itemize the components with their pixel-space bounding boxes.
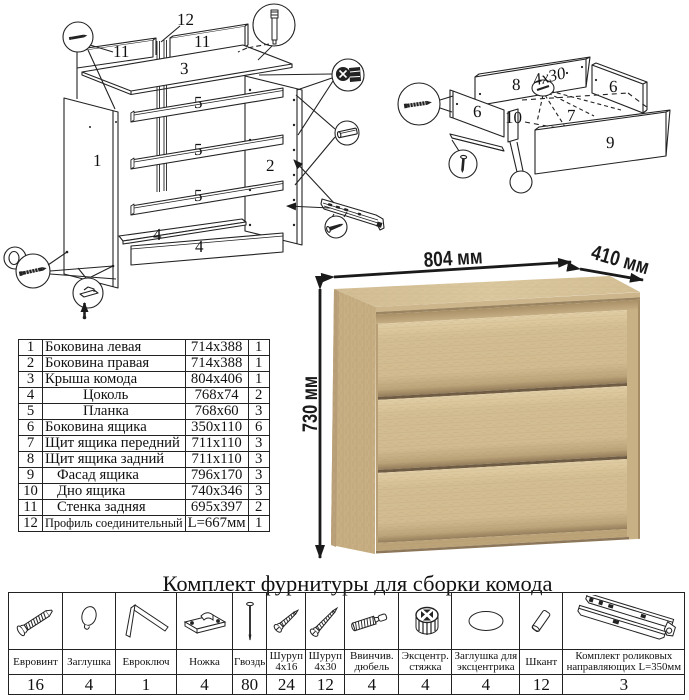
svg-text:1: 1 [93, 151, 102, 170]
svg-text:10: 10 [505, 108, 522, 127]
svg-text:6: 6 [609, 77, 618, 96]
svg-text:12: 12 [177, 10, 194, 29]
svg-text:11: 11 [113, 42, 129, 61]
svg-text:7: 7 [567, 106, 576, 125]
svg-text:5: 5 [194, 93, 203, 112]
svg-text:11: 11 [194, 32, 210, 51]
svg-text:9: 9 [606, 133, 615, 152]
svg-text:2: 2 [266, 156, 275, 175]
svg-text:4: 4 [195, 237, 204, 256]
svg-text:3: 3 [180, 59, 189, 78]
svg-text:6: 6 [473, 102, 482, 121]
svg-text:4: 4 [153, 225, 162, 244]
svg-text:5: 5 [194, 140, 203, 159]
svg-text:5: 5 [194, 186, 203, 205]
svg-text:8: 8 [512, 75, 521, 94]
